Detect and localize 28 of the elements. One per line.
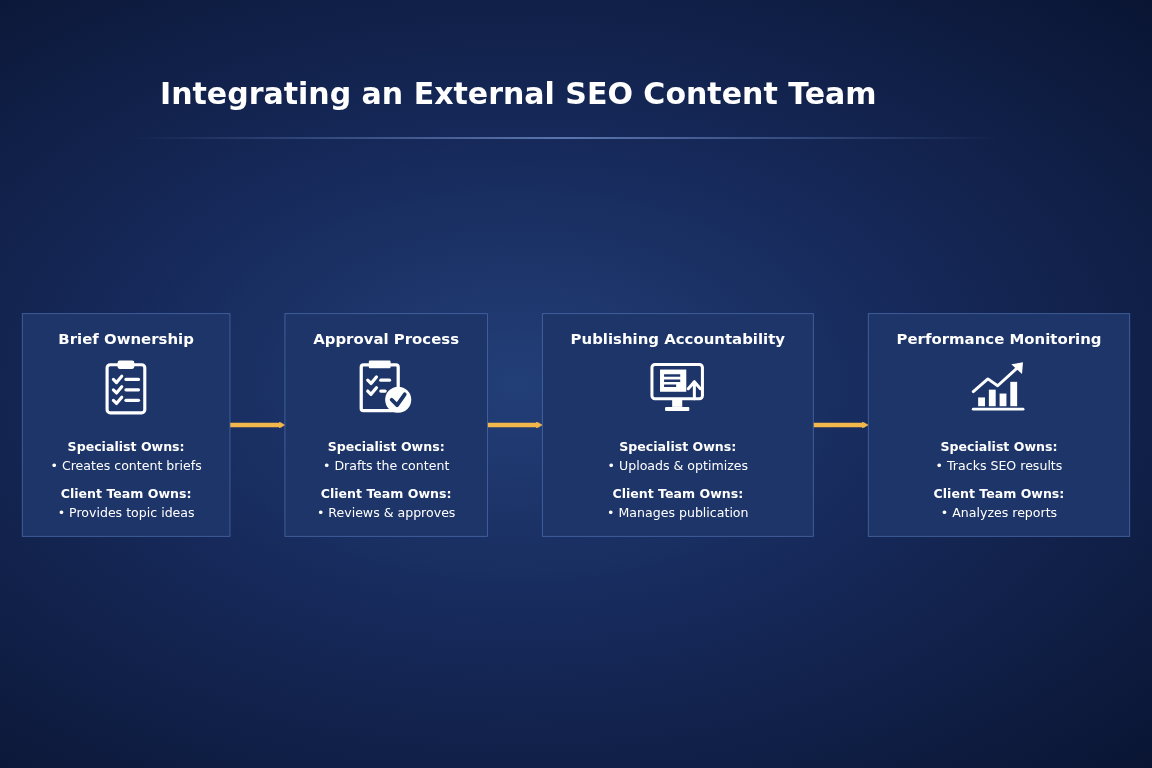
owner-label: Client Team Owns: [612, 485, 744, 503]
arrow [487, 421, 543, 429]
node-box [867, 313, 1131, 537]
task-text: • Manages publication [607, 503, 749, 522]
node-box [284, 313, 488, 537]
owner-label: Specialist Owns: [327, 437, 445, 456]
diagram-title: Integrating an External SEO Content Team [160, 76, 877, 111]
owner-label: Client Team Owns: [933, 485, 1065, 503]
arrow [813, 421, 869, 429]
task-text: • Creates content briefs [50, 456, 202, 475]
owner-label: Specialist Owns: [940, 437, 1058, 456]
stage-title: Approval Process [313, 329, 460, 350]
stage-title: Performance Monitoring [896, 329, 1102, 350]
stage-title: Brief Ownership [58, 329, 194, 350]
task-text: • Reviews & approves [316, 503, 456, 522]
task-text: • Analyzes reports [940, 503, 1058, 522]
task-text: • Drafts the content [323, 456, 450, 475]
owner-label: Specialist Owns: [619, 437, 737, 456]
stage-title: Publishing Accountability [570, 329, 785, 350]
task-text: • Uploads & optimizes [607, 456, 749, 475]
owner-label: Specialist Owns: [67, 437, 185, 456]
node-box [541, 313, 814, 537]
node-box [21, 313, 231, 537]
arrow [229, 421, 286, 429]
owner-label: Client Team Owns: [320, 485, 452, 503]
task-text: • Tracks SEO results [935, 456, 1063, 475]
task-text: • Provides topic ideas [57, 503, 195, 522]
owner-label: Client Team Owns: [60, 485, 192, 503]
